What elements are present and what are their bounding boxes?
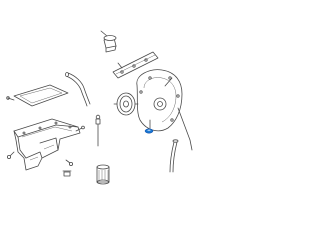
timing-chain-cover[interactable] bbox=[136, 69, 193, 151]
parts-diagram bbox=[6, 30, 193, 185]
gasket-leader bbox=[117, 62, 123, 69]
oil-dipstick[interactable] bbox=[95, 114, 101, 147]
pcv-hose[interactable] bbox=[65, 72, 91, 107]
cover-sensor-detail bbox=[164, 77, 173, 87]
drain-plug[interactable] bbox=[62, 170, 72, 177]
filler-cap-leader bbox=[100, 30, 108, 37]
valve-cover-gasket[interactable] bbox=[6, 84, 69, 107]
oil-filter[interactable] bbox=[96, 164, 110, 185]
dipstick-tube[interactable] bbox=[169, 139, 179, 173]
dipstick-tube-seal[interactable] bbox=[144, 119, 154, 134]
oil-pan-bolts[interactable] bbox=[7, 125, 85, 166]
cover-leader bbox=[177, 107, 193, 151]
oil-pan[interactable] bbox=[13, 118, 81, 171]
crankshaft-balancer[interactable] bbox=[113, 92, 139, 116]
oil-filler-cap[interactable] bbox=[100, 30, 117, 53]
timing-cover-gasket[interactable] bbox=[112, 51, 159, 79]
parts-diagram-svg bbox=[6, 30, 193, 185]
